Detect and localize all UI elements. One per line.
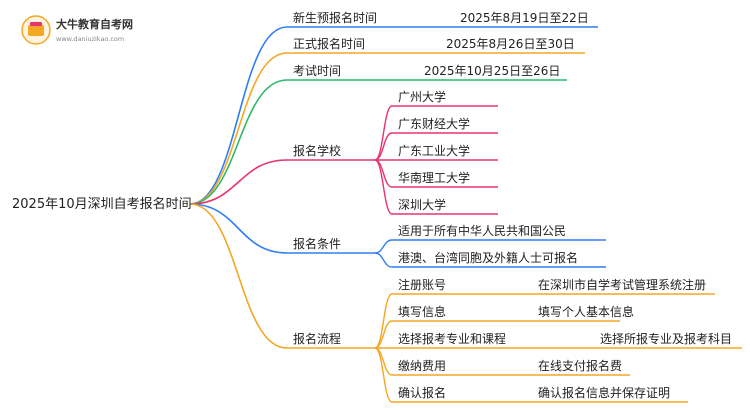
- sub-connector: [374, 239, 393, 254]
- branch-connector: [189, 203, 288, 254]
- branch-label: 报名流程: [293, 331, 341, 346]
- step-detail: 在深圳市自学考试管理系统注册: [538, 277, 706, 292]
- sub-item: 华南理工大学: [398, 170, 470, 185]
- step-connector: [374, 347, 393, 403]
- step-name: 注册账号: [398, 277, 446, 292]
- sub-item: 适用于所有中华人民共和国公民: [398, 223, 566, 238]
- sub-item: 广东工业大学: [398, 143, 470, 158]
- sub-item: 广州大学: [398, 89, 446, 104]
- branch-connector: [189, 79, 288, 205]
- sub-item: 深圳大学: [398, 197, 446, 212]
- branch-value: 2025年8月26日至30日: [446, 37, 575, 51]
- root-topic: 2025年10月深圳自考报名时间: [12, 196, 192, 212]
- branch-label: 考试时间: [293, 63, 341, 78]
- branch-label: 正式报名时间: [293, 36, 365, 51]
- step-detail: 选择所报专业及报考科目: [600, 331, 732, 346]
- branch-label: 报名学校: [293, 143, 341, 158]
- step-detail: 确认报名信息并保存证明: [538, 385, 670, 400]
- sub-connector: [374, 105, 393, 161]
- branch-connector: [189, 26, 288, 205]
- logo-url: www.daniuzikao.com: [56, 35, 124, 43]
- sub-connector: [374, 159, 393, 215]
- logo: 大牛教育自考网 www.daniuzikao.com: [21, 15, 133, 45]
- step-name: 缴纳费用: [398, 358, 446, 373]
- step-connector: [374, 320, 393, 349]
- step-detail: 在线支付报名费: [538, 358, 622, 373]
- branch-connector: [189, 159, 288, 205]
- branch-connector: [189, 52, 288, 205]
- logo-mark-icon: [21, 15, 51, 45]
- logo-name: 大牛教育自考网: [56, 17, 133, 31]
- branch-label: 报名条件: [293, 236, 341, 251]
- step-name: 确认报名: [398, 385, 446, 400]
- connector-lines: [189, 26, 742, 403]
- branch-label: 新生预报名时间: [293, 10, 377, 25]
- step-name: 填写信息: [398, 304, 446, 319]
- sub-connector: [374, 252, 393, 268]
- sub-item: 港澳、台湾同胞及外籍人士可报名: [398, 250, 578, 265]
- branch-value: 2025年8月19日至22日: [460, 11, 589, 25]
- step-connector: [374, 293, 393, 349]
- branch-value: 2025年10月25日至26日: [424, 64, 560, 78]
- sub-connector: [374, 132, 393, 161]
- branch-connector: [189, 203, 288, 349]
- step-detail: 填写个人基本信息: [538, 304, 634, 319]
- sub-item: 广东财经大学: [398, 116, 470, 131]
- step-name: 选择报考专业和课程: [398, 331, 506, 346]
